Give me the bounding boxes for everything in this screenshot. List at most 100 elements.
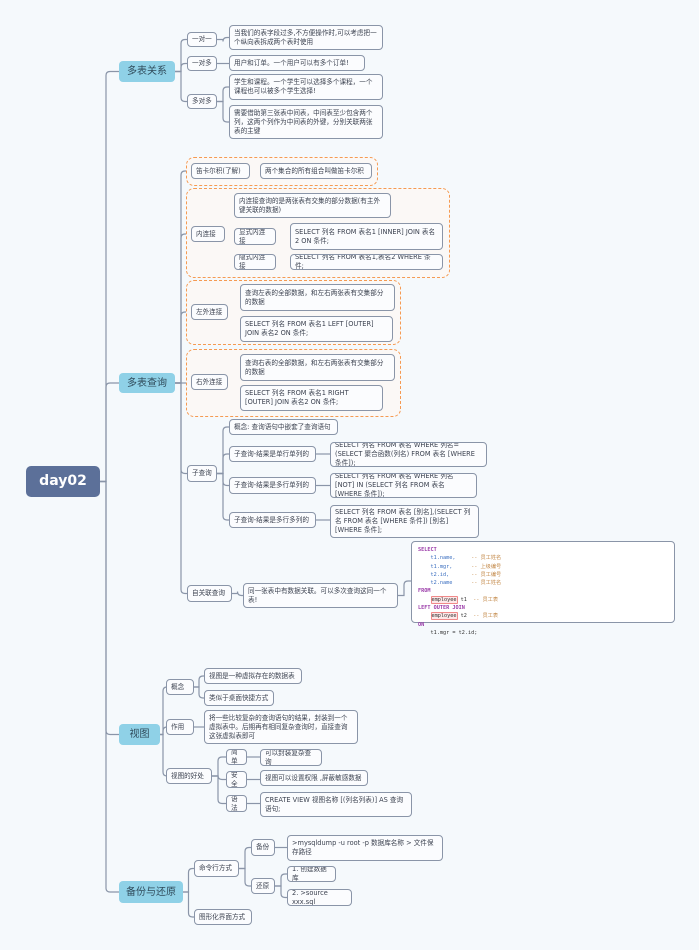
node-cartesian-desc[interactable]: 两个集合的所有组合叫做笛卡尔积: [260, 163, 372, 179]
connector-line: [100, 480, 119, 893]
node-view-concept[interactable]: 概念: [166, 679, 194, 695]
node-command-line[interactable]: 命令行方式: [194, 860, 239, 877]
kw: LEFT OUTER JOIN: [418, 605, 465, 612]
node-view-benefits[interactable]: 视图的好处: [166, 768, 212, 784]
table: employee: [430, 595, 458, 604]
node-self-join-desc[interactable]: 同一张表中有数据关联。可以多次查询这同一个表!: [243, 583, 398, 608]
node-inner-join-desc[interactable]: 内连接查询的是两张表有交集的部分数据(有主外键关联的数据): [234, 193, 391, 218]
comment: -- 上级编号: [471, 563, 502, 570]
connector-line: [212, 775, 226, 805]
connector-line: [217, 100, 229, 123]
node-left-join[interactable]: 左外连接: [191, 304, 228, 320]
kw: SELECT: [418, 547, 437, 553]
node-backup[interactable]: 备份: [251, 839, 275, 856]
kw: ON: [418, 621, 425, 628]
condition: t1.mgr = t2.id;: [430, 629, 478, 636]
node-restore-step-2[interactable]: 2. >source xxx.sql: [287, 889, 352, 906]
node-subquery-multicol[interactable]: 子查询-结果是多行多列的: [229, 512, 316, 528]
comment: -- 员工表: [473, 596, 499, 603]
node-many-to-many-desc[interactable]: 需要借助第三张表中间表，中间表至少包含两个列，这两个列作为中间表的外键，分别关联…: [229, 105, 383, 139]
node-inner-join[interactable]: 内连接: [191, 226, 225, 242]
node-backup-cmd[interactable]: >mysqldump -u root -p 数据库名称 > 文件保存路径: [287, 835, 443, 861]
node-restore-step-1[interactable]: 1. 创建数据库: [287, 866, 336, 882]
node-cartesian[interactable]: 笛卡尔积(了解): [191, 163, 250, 179]
node-subquery[interactable]: 子查询: [187, 465, 217, 482]
connector-line: [175, 233, 191, 384]
node-syntax[interactable]: 语法: [226, 795, 247, 812]
connector-line: [239, 867, 251, 887]
node-simple-desc[interactable]: 可以封装复杂查询: [260, 749, 322, 766]
connector-line: [183, 891, 194, 918]
topic-table-relations[interactable]: 多表关系: [119, 61, 175, 82]
connector-line: [217, 426, 229, 475]
connector-line: [175, 382, 187, 595]
node-implicit-sql[interactable]: SELECT 列名 FROM 表名1,表名2 WHERE 条件;: [290, 254, 443, 270]
table: employee: [430, 612, 458, 621]
node-restore[interactable]: 还原: [251, 878, 275, 894]
field: t1.name,: [430, 555, 456, 562]
node-one-to-one-desc[interactable]: 当我们的表字段过多,不方便操作时,可以考虑把一个纵向表拆成两个表时使用: [229, 25, 383, 50]
node-simple[interactable]: 简单: [226, 749, 247, 765]
node-many-to-many-desc[interactable]: 学生和课程。一个学生可以选择多个课程，一个课程也可以被多个学生选择!: [229, 74, 383, 100]
node-left-join-sql[interactable]: SELECT 列名 FROM 表名1 LEFT [OUTER] JOIN 表名2…: [240, 316, 393, 342]
connector-line: [212, 756, 226, 777]
node-right-join-sql[interactable]: SELECT 列名 FROM 表名1 RIGHT [OUTER] JOIN 表名…: [240, 385, 383, 411]
connector-line: [217, 453, 229, 475]
connector-line: [194, 675, 204, 688]
connector-line: [175, 311, 191, 384]
node-subquery-concept[interactable]: 概念: 查询语句中嵌套了查询语句: [229, 419, 338, 435]
connector-line: [175, 170, 191, 384]
node-gui[interactable]: 图形化界面方式: [194, 909, 252, 925]
connector-line: [175, 38, 187, 73]
node-safe-desc[interactable]: 视图可以设置权限 ,屏蔽敏感数据: [260, 770, 368, 786]
node-syntax-desc[interactable]: CREATE VIEW 视图名称 [(列名列表)] AS 查询语句;: [260, 792, 412, 817]
connector-line: [232, 591, 243, 597]
code-image-node[interactable]: SELECT t1.name, -- 员工姓名 t1.mgr, -- 上级编号 …: [411, 541, 675, 636]
node-view-use[interactable]: 作用: [166, 719, 194, 735]
connector-line: [275, 873, 287, 887]
root-topic[interactable]: day02: [26, 466, 100, 497]
node-subquery-multirow-sql[interactable]: SELECT 列名 FROM 表名 WHERE 列名 [NOT] IN (SEL…: [330, 473, 477, 498]
node-one-to-many-desc[interactable]: 用户和订单。一个用户可以有多个订单!: [229, 55, 365, 71]
node-view-concept-2[interactable]: 类似于桌面快捷方式: [204, 690, 274, 706]
connector-line: [217, 36, 229, 42]
comment: -- 员工表: [473, 613, 499, 620]
node-subquery-multicol-sql[interactable]: SELECT 列名 FROM 表名 [别名],(SELECT 列名 FROM 表…: [330, 505, 479, 538]
node-subquery-single-sql[interactable]: SELECT 列名 FROM 表名 WHERE 列名=(SELECT 聚合函数(…: [330, 442, 487, 467]
node-subquery-single[interactable]: 子查询-结果是单行单列的: [229, 446, 316, 462]
connector-line: [194, 686, 204, 699]
node-one-to-one[interactable]: 一对一: [187, 32, 217, 47]
node-right-join-desc[interactable]: 查询右表的全部数据，和左右两张表有交集部分的数据: [240, 354, 395, 381]
node-right-join[interactable]: 右外连接: [191, 374, 228, 390]
kw: FROM: [418, 588, 431, 595]
alias: t1: [460, 596, 467, 603]
connector-line: [217, 86, 229, 103]
topic-multi-table-query[interactable]: 多表查询: [119, 373, 175, 393]
node-subquery-multirow[interactable]: 子查询-结果是多行单列的: [229, 477, 316, 494]
node-explicit-inner[interactable]: 显式内连接: [234, 228, 276, 245]
connector-line: [275, 885, 287, 899]
topic-view[interactable]: 视图: [119, 724, 160, 745]
node-explicit-sql[interactable]: SELECT 列名 FROM 表名1 [INNER] JOIN 表名2 ON 条…: [290, 223, 443, 250]
connector-line: [398, 580, 411, 597]
connector-line: [100, 480, 119, 736]
comment: -- 员工姓名: [471, 580, 502, 587]
node-self-join[interactable]: 自关联查询: [187, 585, 232, 602]
topic-backup-restore[interactable]: 备份与还原: [119, 881, 183, 903]
connector-line: [100, 70, 119, 483]
alias: t2: [460, 613, 467, 620]
connector-line: [183, 867, 194, 893]
node-view-use-desc[interactable]: 将一些比较复杂的查询语句的结果，封装到一个虚拟表中。后期再有相同复杂查询时，直接…: [204, 710, 358, 744]
field: t2.id,: [430, 571, 450, 578]
node-left-join-desc[interactable]: 查询左表的全部数据，和左右两张表有交集部分的数据: [240, 284, 395, 311]
node-safe[interactable]: 安全: [226, 771, 247, 788]
node-implicit-inner[interactable]: 隐式内连接: [234, 254, 276, 270]
node-view-concept-1[interactable]: 视图是一种虚拟存在的数据表: [204, 668, 302, 684]
node-many-to-many[interactable]: 多对多: [187, 94, 217, 109]
connector-line: [239, 846, 251, 870]
field: t2.name: [430, 580, 453, 587]
comment: -- 员工编号: [471, 571, 502, 578]
connector-line: [217, 472, 229, 521]
node-one-to-many[interactable]: 一对多: [187, 56, 217, 71]
